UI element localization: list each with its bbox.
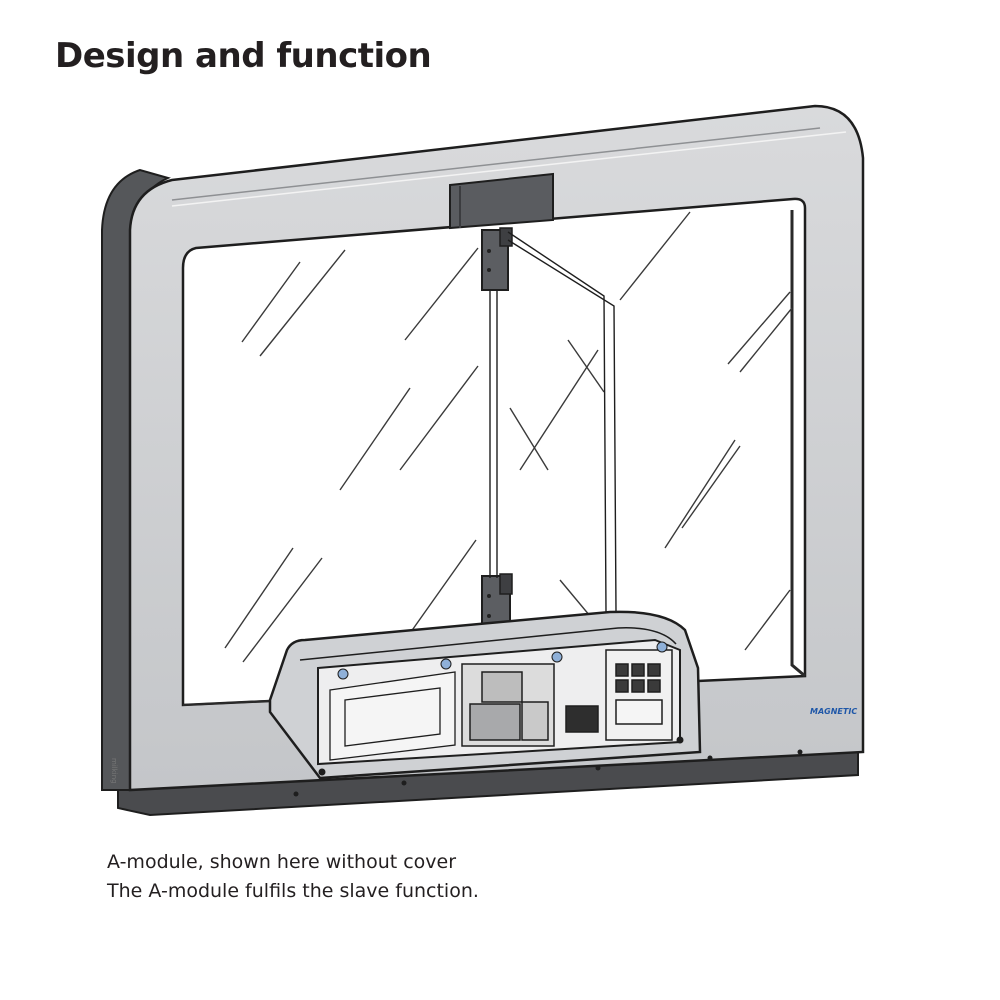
base-screws [293,736,803,797]
page-title: Design and function [55,36,432,76]
top-bracket [449,172,554,230]
internal-panel-left [329,671,456,761]
caption-line-1: A-module, shown here without cover [107,851,457,873]
caption: A-module, shown here without cover The A… [107,848,479,906]
led-indicators [337,641,668,680]
side-label: milking [110,758,118,784]
frame [128,104,865,792]
a-module-top-edge [299,627,677,661]
top-rail-highlight [171,127,821,201]
glass-reflections [224,211,793,663]
pump-unit [461,663,555,747]
caption-line-2: The A-module fulfils the slave function. [107,880,479,902]
upper-hinge [481,227,513,291]
window-inner-edge [790,210,806,678]
brand-logo: MAGNETIC [810,707,857,716]
top-rail-highlight-2 [171,131,847,207]
control-box [565,649,673,741]
